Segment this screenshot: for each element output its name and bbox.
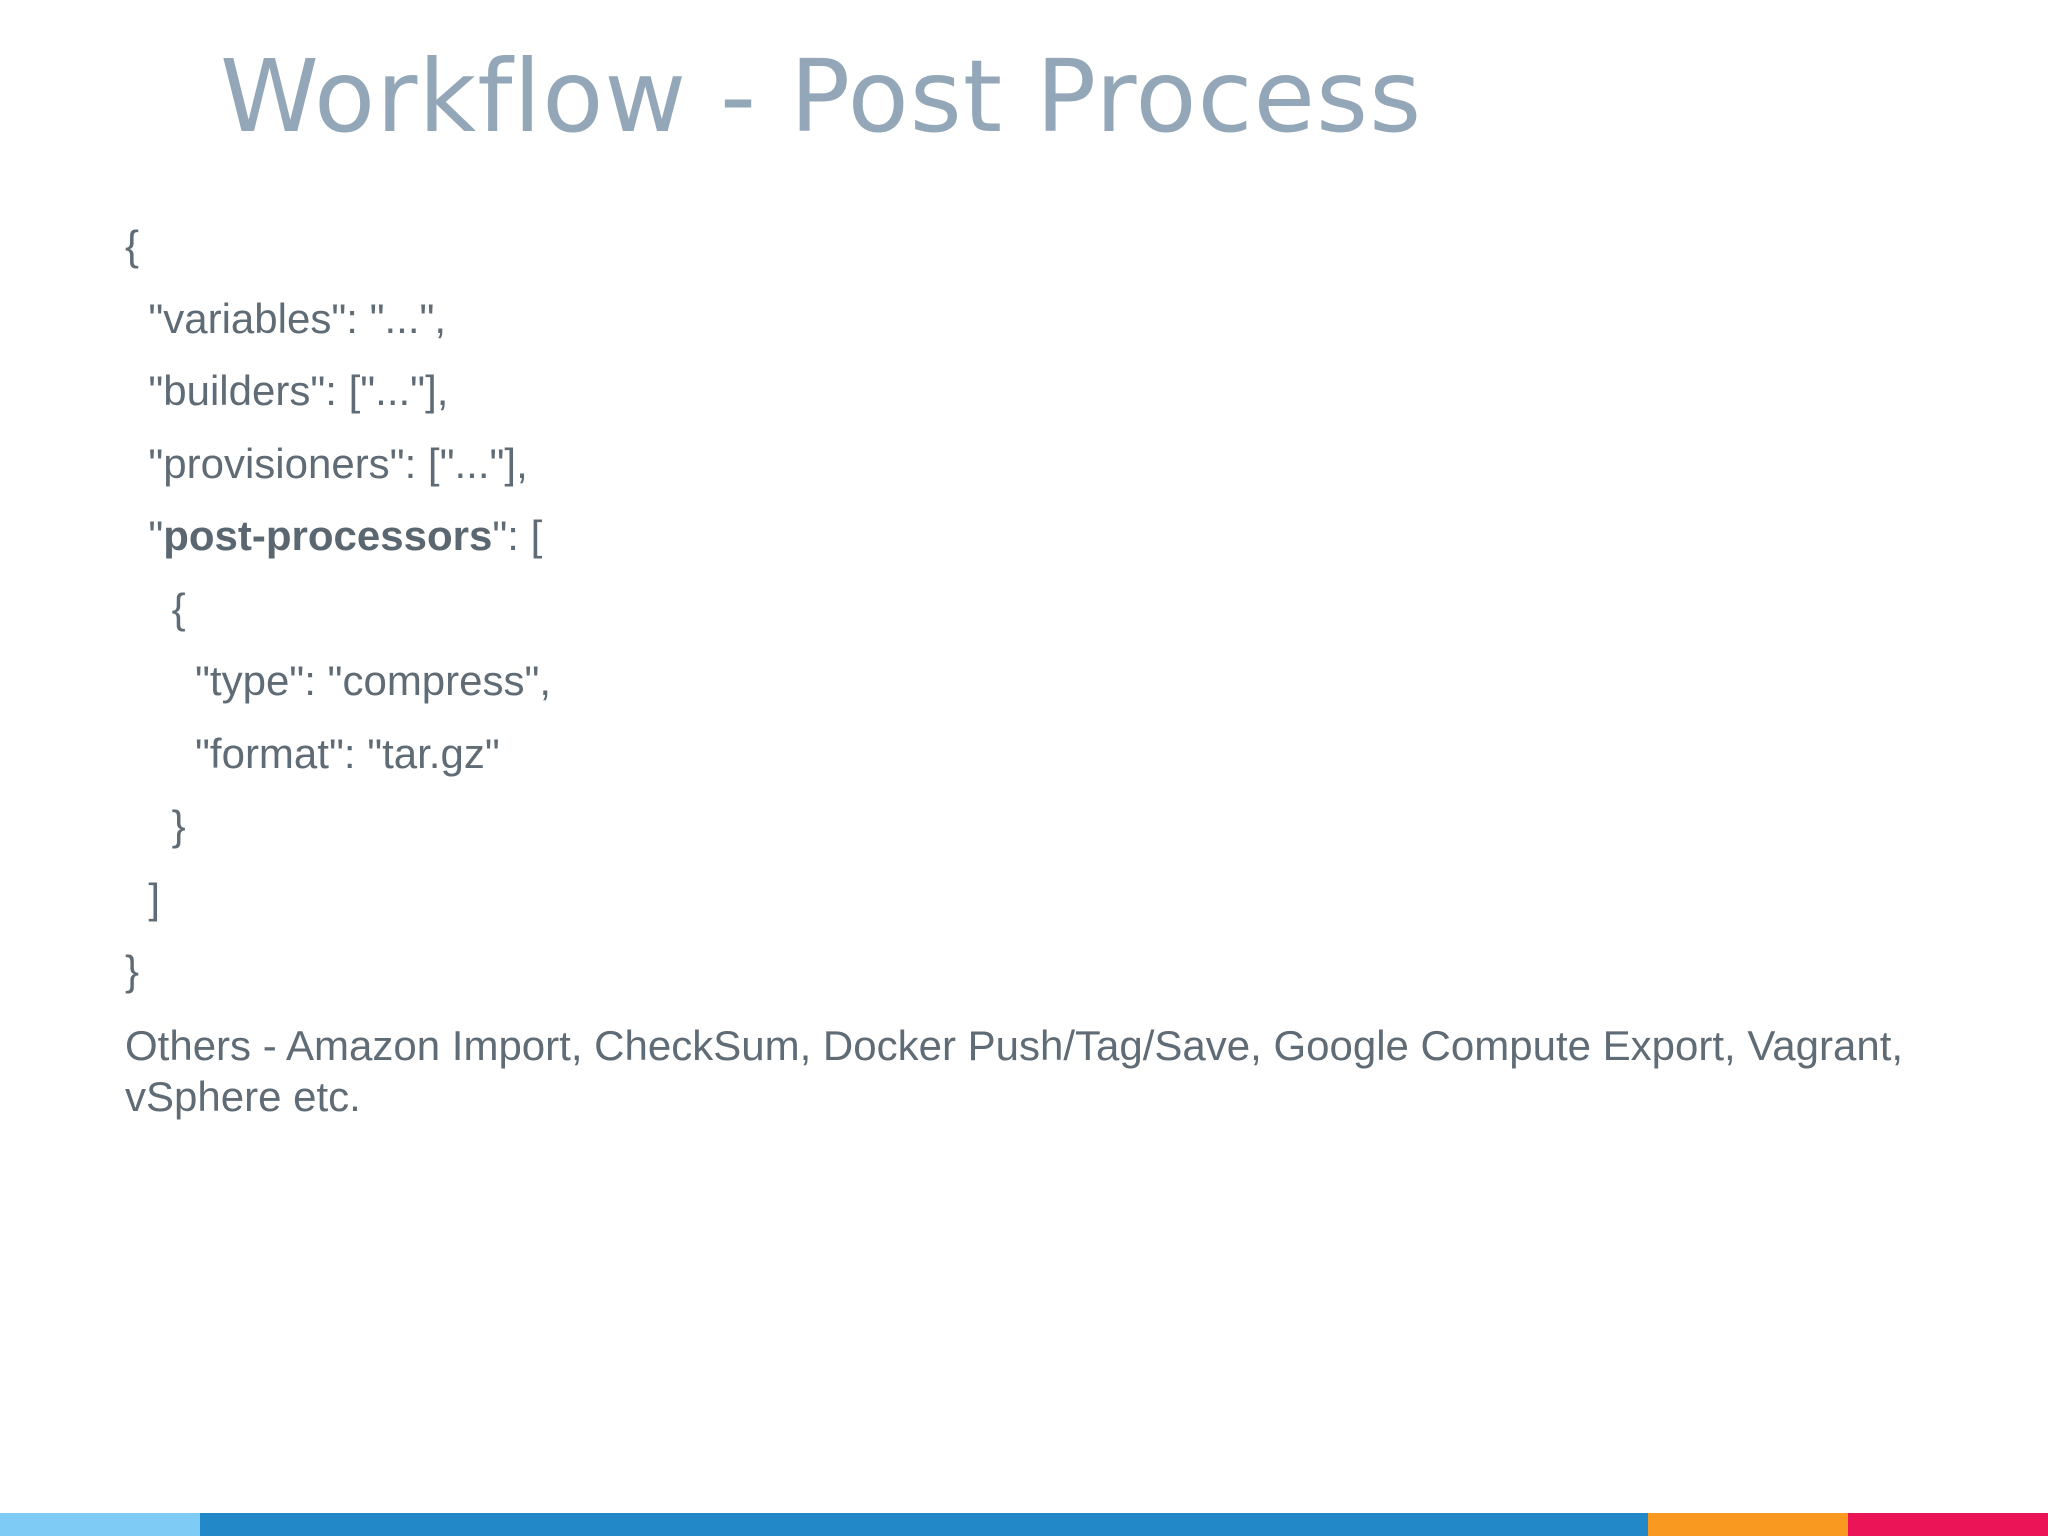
slide-title: Workflow - Post Process [220, 38, 1423, 155]
code-suffix: ": [ [492, 512, 543, 559]
footer-segment-orange [1648, 1513, 1848, 1536]
footer-segment-blue [200, 1513, 1648, 1536]
code-line: ] [125, 874, 161, 922]
code-line-post-processors: "post-processors": [ [125, 500, 551, 573]
code-line: "variables": "...", [125, 294, 447, 342]
code-line: } [125, 947, 140, 994]
footer-segment-pink [1848, 1513, 2048, 1536]
code-line: "builders": ["..."], [125, 367, 449, 414]
code-line: { [125, 222, 140, 269]
post-processors-keyword: post-processors [163, 512, 493, 559]
code-prefix: " [125, 512, 164, 559]
footer-color-bar [0, 1513, 2048, 1536]
footer-segment-light-blue [0, 1513, 200, 1536]
others-note: Others - Amazon Import, CheckSum, Docker… [125, 1022, 1904, 1120]
code-line: "provisioners": ["..."], [125, 439, 528, 487]
code-line: { [125, 584, 186, 632]
json-code-block: { "variables": "...", "builders": ["..."… [125, 210, 551, 1008]
code-line: "type": "compress", [125, 657, 552, 704]
code-line: "format": "tar.gz" [125, 729, 500, 777]
code-line: } [125, 802, 186, 849]
